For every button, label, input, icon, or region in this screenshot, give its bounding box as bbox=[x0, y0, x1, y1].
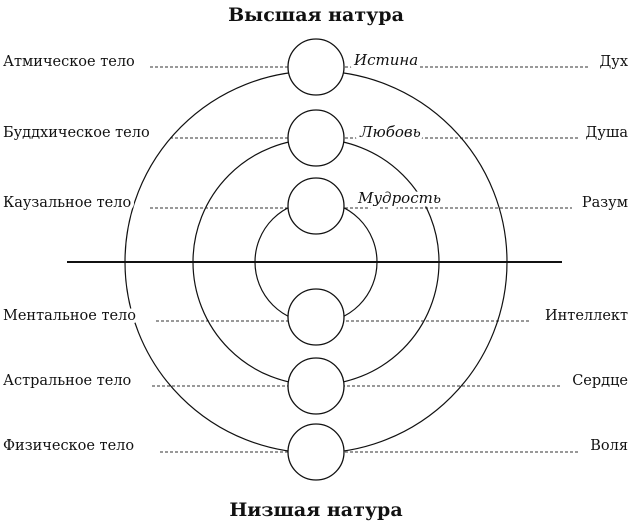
left-label: Астральное тело bbox=[3, 373, 131, 389]
right-label: Дух bbox=[600, 54, 629, 70]
node-atmic bbox=[287, 38, 345, 96]
middle-label: Мудрость bbox=[357, 189, 441, 207]
left-label: Каузальное тело bbox=[3, 195, 131, 211]
left-label: Буддхическое тело bbox=[3, 125, 150, 141]
title-top: Высшая натура bbox=[228, 4, 404, 26]
dashed-leaders bbox=[150, 66, 590, 453]
middle-labels: Истина Любовь Мудрость bbox=[350, 48, 445, 211]
right-label: Сердце bbox=[572, 373, 628, 389]
right-label: Душа bbox=[586, 125, 629, 141]
middle-label: Истина bbox=[353, 51, 418, 69]
node-causal bbox=[287, 177, 345, 235]
right-labels: Дух Душа Разум Интеллект Сердце Воля bbox=[542, 51, 630, 458]
right-label: Воля bbox=[590, 438, 628, 454]
right-label: Разум bbox=[582, 195, 628, 211]
left-label: Атмическое тело bbox=[3, 54, 135, 70]
left-label: Физическое тело bbox=[3, 438, 134, 454]
left-labels: Атмическое тело Буддхическое тело Каузал… bbox=[0, 51, 153, 458]
right-label: Интеллект bbox=[545, 308, 628, 324]
middle-label: Любовь bbox=[359, 123, 421, 141]
node-physical bbox=[287, 423, 345, 481]
node-buddhic bbox=[287, 109, 345, 167]
nodes bbox=[287, 38, 345, 481]
node-mental bbox=[287, 288, 345, 346]
node-astral bbox=[287, 357, 345, 415]
left-label: Ментальное тело bbox=[3, 308, 136, 324]
title-bottom: Низшая натура bbox=[229, 499, 402, 521]
